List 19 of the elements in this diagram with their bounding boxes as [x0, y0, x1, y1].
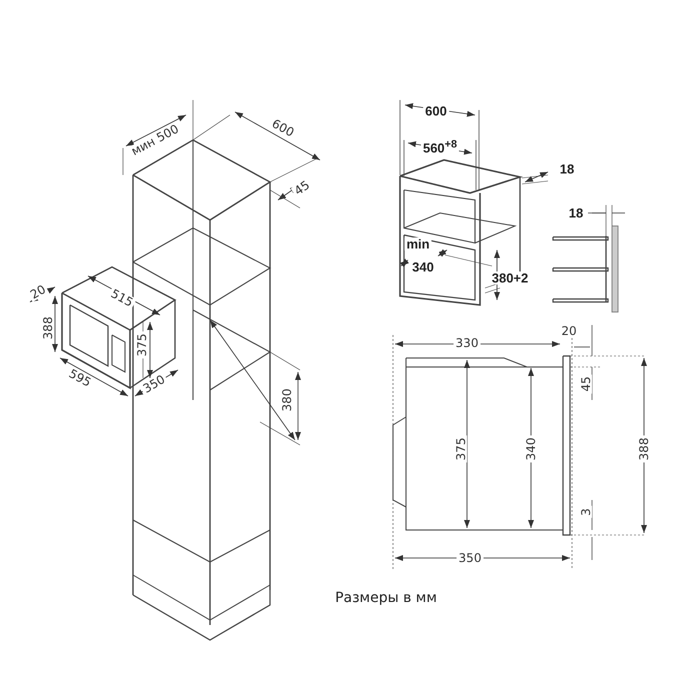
dimension-label: 330 [454, 337, 480, 349]
dimension-label: 380 [281, 386, 293, 414]
dimension-label: 375 [455, 436, 467, 462]
dimension-label: 340 [525, 436, 537, 462]
dimension-label: 388 [42, 314, 54, 342]
dimension-label: 340 [410, 260, 436, 274]
dimension-label: 350 [456, 552, 484, 564]
dimension-label: 388 [638, 436, 650, 462]
dimension-label: 20 [559, 325, 579, 337]
dimension-label: 3 [580, 506, 592, 518]
dimension-label: 45 [580, 374, 592, 394]
dimension-label: 18 [558, 162, 576, 176]
dimension-label: 375 [136, 332, 148, 358]
dimension-label: min [404, 238, 432, 250]
caption: Размеры в мм [335, 591, 437, 605]
dimension-label: 380+2 [490, 272, 530, 284]
dimension-label: 600 [423, 104, 449, 118]
dimension-label: 18 [566, 206, 586, 220]
dimension-label: 560$^{+8}$ [420, 139, 460, 155]
